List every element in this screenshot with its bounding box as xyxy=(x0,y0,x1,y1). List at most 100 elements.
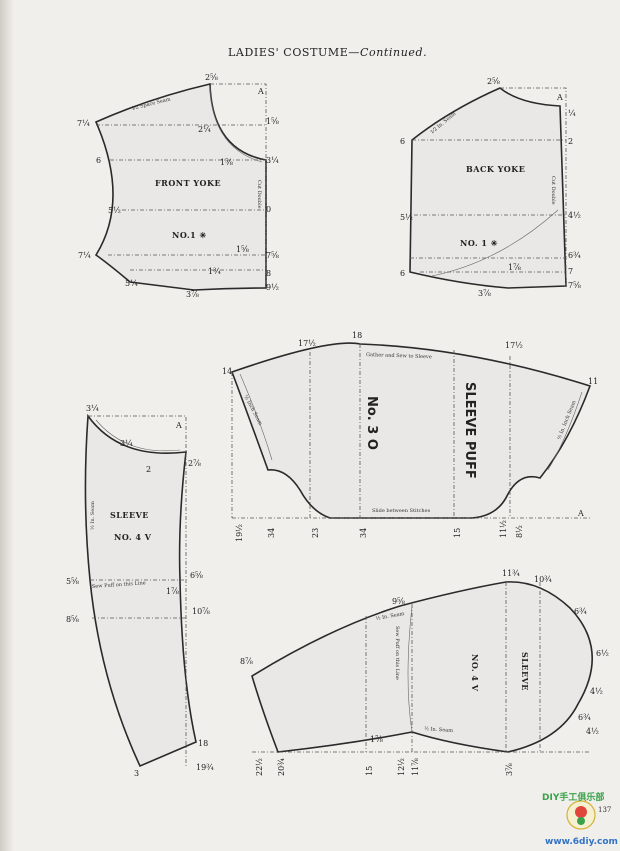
sleeve-left-label-1: 3¼ xyxy=(86,404,99,413)
sleeve-left-corner: A xyxy=(175,421,182,430)
back-yoke-label-6: 4½ xyxy=(568,211,581,220)
back-yoke-label-11: 3⅞ xyxy=(478,289,491,298)
sleeve-puff-top-3: 18 xyxy=(352,331,362,340)
watermark-text-1: DIY手工俱乐部 xyxy=(542,791,604,803)
front-yoke-fold-note: Cut Double xyxy=(256,180,262,209)
sleeve-puff-top-5: 11 xyxy=(588,377,598,386)
front-yoke-name: FRONT YOKE xyxy=(155,178,221,188)
sleeve-puff-top-4: 17½ xyxy=(505,341,523,350)
sleeve-left-puff-note: Sew Puff on this Line xyxy=(92,580,146,590)
back-yoke-label-3: 2 xyxy=(568,137,573,146)
sleeve-right-piece: 11¾ 10¾ 9⅝ 6¾ 6½ 8⅞ 4½ 1⅞ 6¾ 4½ 22½ 20¾ … xyxy=(240,569,609,776)
back-yoke-label-1: 2⅝ xyxy=(487,77,500,86)
sleeve-right-label-8: 1⅞ xyxy=(370,735,383,744)
front-yoke-label-4: 1⅝ xyxy=(266,117,279,126)
sleeve-right-number: NO. 4 V xyxy=(470,654,480,692)
back-yoke-fold-note: Cut Double xyxy=(550,176,556,205)
sleeve-right-label-10: 4½ xyxy=(586,727,599,736)
sleeve-right-label-1: 11¾ xyxy=(502,569,520,578)
sleeve-left-label-12: 19¾ xyxy=(196,763,214,772)
back-yoke-number: NO. 1 ✳ xyxy=(460,238,498,248)
back-yoke-label-10: 7 xyxy=(568,267,573,276)
sleeve-right-label-9: 6¾ xyxy=(578,713,591,722)
front-yoke-label-11: 1⅝ xyxy=(236,245,249,254)
page-title: LADIES' COSTUME—Continued. xyxy=(228,46,427,59)
sleeve-puff-bottom-4: 34 xyxy=(359,528,368,538)
sleeve-left-label-3: 2 xyxy=(146,465,151,474)
sleeve-puff-bottom-3: 23 xyxy=(311,528,320,538)
sleeve-puff-top-1: 14 xyxy=(222,367,232,376)
front-yoke-label-16: 9½ xyxy=(266,283,279,292)
sleeve-right-label-3: 9⅝ xyxy=(392,597,405,606)
sleeve-right-label-14: 12½ xyxy=(397,758,406,776)
sleeve-left-name: SLEEVE xyxy=(110,510,149,520)
sleeve-left-number: NO. 4 V xyxy=(114,532,152,542)
front-yoke-label-3: 2¼ xyxy=(198,125,211,134)
sleeve-puff-number: No. 3 O xyxy=(364,396,379,450)
sleeve-left-label-2: 3¼ xyxy=(120,439,133,448)
sleeve-right-label-15: 11⅞ xyxy=(411,758,420,776)
sleeve-right-label-4: 6¾ xyxy=(574,607,587,616)
sleeve-right-puff-note: Sew Puff on this Line xyxy=(394,626,400,680)
sleeve-left-label-5: 6⅝ xyxy=(190,571,203,580)
front-yoke-label-5: 6 xyxy=(96,156,101,165)
sleeve-right-label-7: 4½ xyxy=(590,687,603,696)
back-yoke-label-5: 5½ xyxy=(400,213,413,222)
back-yoke-label-2: ¼ xyxy=(568,109,576,118)
sleeve-left-piece: 3¼ 3¼ 2 2⅞ 6⅝ 5⅝ 1⅞ 10⅞ 8⅝ 18 3 19¾ A SL… xyxy=(66,404,214,778)
sleeve-right-label-2: 10¾ xyxy=(534,575,552,584)
front-yoke-label-14: 3⅞ xyxy=(186,290,199,299)
sleeve-puff-bottom-5: 15 xyxy=(453,528,462,538)
sleeve-right-label-12: 20¾ xyxy=(277,758,286,776)
front-yoke-label-13: 5¼ xyxy=(125,279,138,288)
sleeve-puff-piece: 14 17½ 18 17½ 11 19½ 34 23 34 15 11½ 8½ … xyxy=(222,331,598,542)
book-gutter xyxy=(0,0,14,851)
sleeve-puff-bottom-1: 19½ xyxy=(235,524,244,542)
front-yoke-label-8: 5½ xyxy=(108,206,121,215)
sleeve-right-label-13: 15 xyxy=(365,766,374,776)
sleeve-puff-bottom-note: Slide between Stitches xyxy=(372,508,431,514)
sleeve-left-label-6: 5⅝ xyxy=(66,577,79,586)
sleeve-right-label-11: 22½ xyxy=(255,758,264,776)
back-yoke-name: BACK YOKE xyxy=(466,164,525,174)
sleeve-right-label-16: 3⅞ xyxy=(505,763,514,776)
sleeve-right-seam-note: ½ In. Seam xyxy=(375,610,405,622)
sleeve-puff-name: SLEEVE PUFF xyxy=(462,382,477,479)
sleeve-left-seam-note: ½ In. Seam xyxy=(89,501,96,530)
back-yoke-label-7: 6 xyxy=(400,269,405,278)
front-yoke-label-7: 3¼ xyxy=(266,156,279,165)
sleeve-right-label-6: 8⅞ xyxy=(240,657,253,666)
sleeve-puff-bottom-2: 34 xyxy=(267,528,276,538)
watermark: DIY手工俱乐部 www.6diy.com 137 xyxy=(542,791,618,847)
sleeve-left-label-9: 8⅝ xyxy=(66,615,79,624)
sleeve-right-label-5: 6½ xyxy=(596,649,609,658)
sleeve-left-label-8: 10⅞ xyxy=(192,607,210,616)
sleeve-puff-bottom-6: 11½ xyxy=(499,520,508,538)
front-yoke-label-10: 7¼ xyxy=(78,251,91,260)
back-yoke-label-12: 7⅝ xyxy=(568,281,581,290)
front-yoke-label-9: 0 xyxy=(266,205,271,214)
front-yoke-label-2: 7¼ xyxy=(77,119,90,128)
front-yoke-label-6: 1⅝ xyxy=(220,158,233,167)
back-yoke-label-8: 1⅞ xyxy=(508,263,521,272)
sleeve-left-label-4: 2⅞ xyxy=(188,459,201,468)
page-number: 137 xyxy=(598,806,611,814)
back-yoke-corner: A xyxy=(556,93,563,102)
watermark-text-2: www.6diy.com xyxy=(545,837,618,847)
back-yoke-piece: 2⅝ ¼ 2 6 5½ 4½ 6 1⅞ 6¾ 7 3⅞ 7⅝ A 1⁄2 In.… xyxy=(400,77,581,298)
sleeve-puff-top-2: 17½ xyxy=(298,339,316,348)
front-yoke-label-17: 1¾ xyxy=(208,267,221,276)
sleeve-left-label-7: 1⅞ xyxy=(166,587,179,596)
back-yoke-label-4: 6 xyxy=(400,137,405,146)
sleeve-right-bottom-note: ½ In. Seam xyxy=(424,725,454,734)
front-yoke-label-15: 8 xyxy=(266,269,271,278)
sleeve-left-label-11: 3 xyxy=(134,769,139,778)
sleeve-puff-gather-note: Gather and Sew to Sleeve xyxy=(366,352,432,360)
front-yoke-piece: 2⅝ 7¼ 2¼ 1⅝ 6 1⅝ 3¼ 5½ 0 7¼ 1⅝ 7⅝ 5¼ 3⅞ … xyxy=(77,73,279,299)
sleeve-puff-corner: A xyxy=(577,509,584,518)
sleeve-puff-bottom-7: 8½ xyxy=(515,525,524,538)
front-yoke-corner: A xyxy=(257,87,264,96)
front-yoke-label-1: 2⅝ xyxy=(205,73,218,82)
